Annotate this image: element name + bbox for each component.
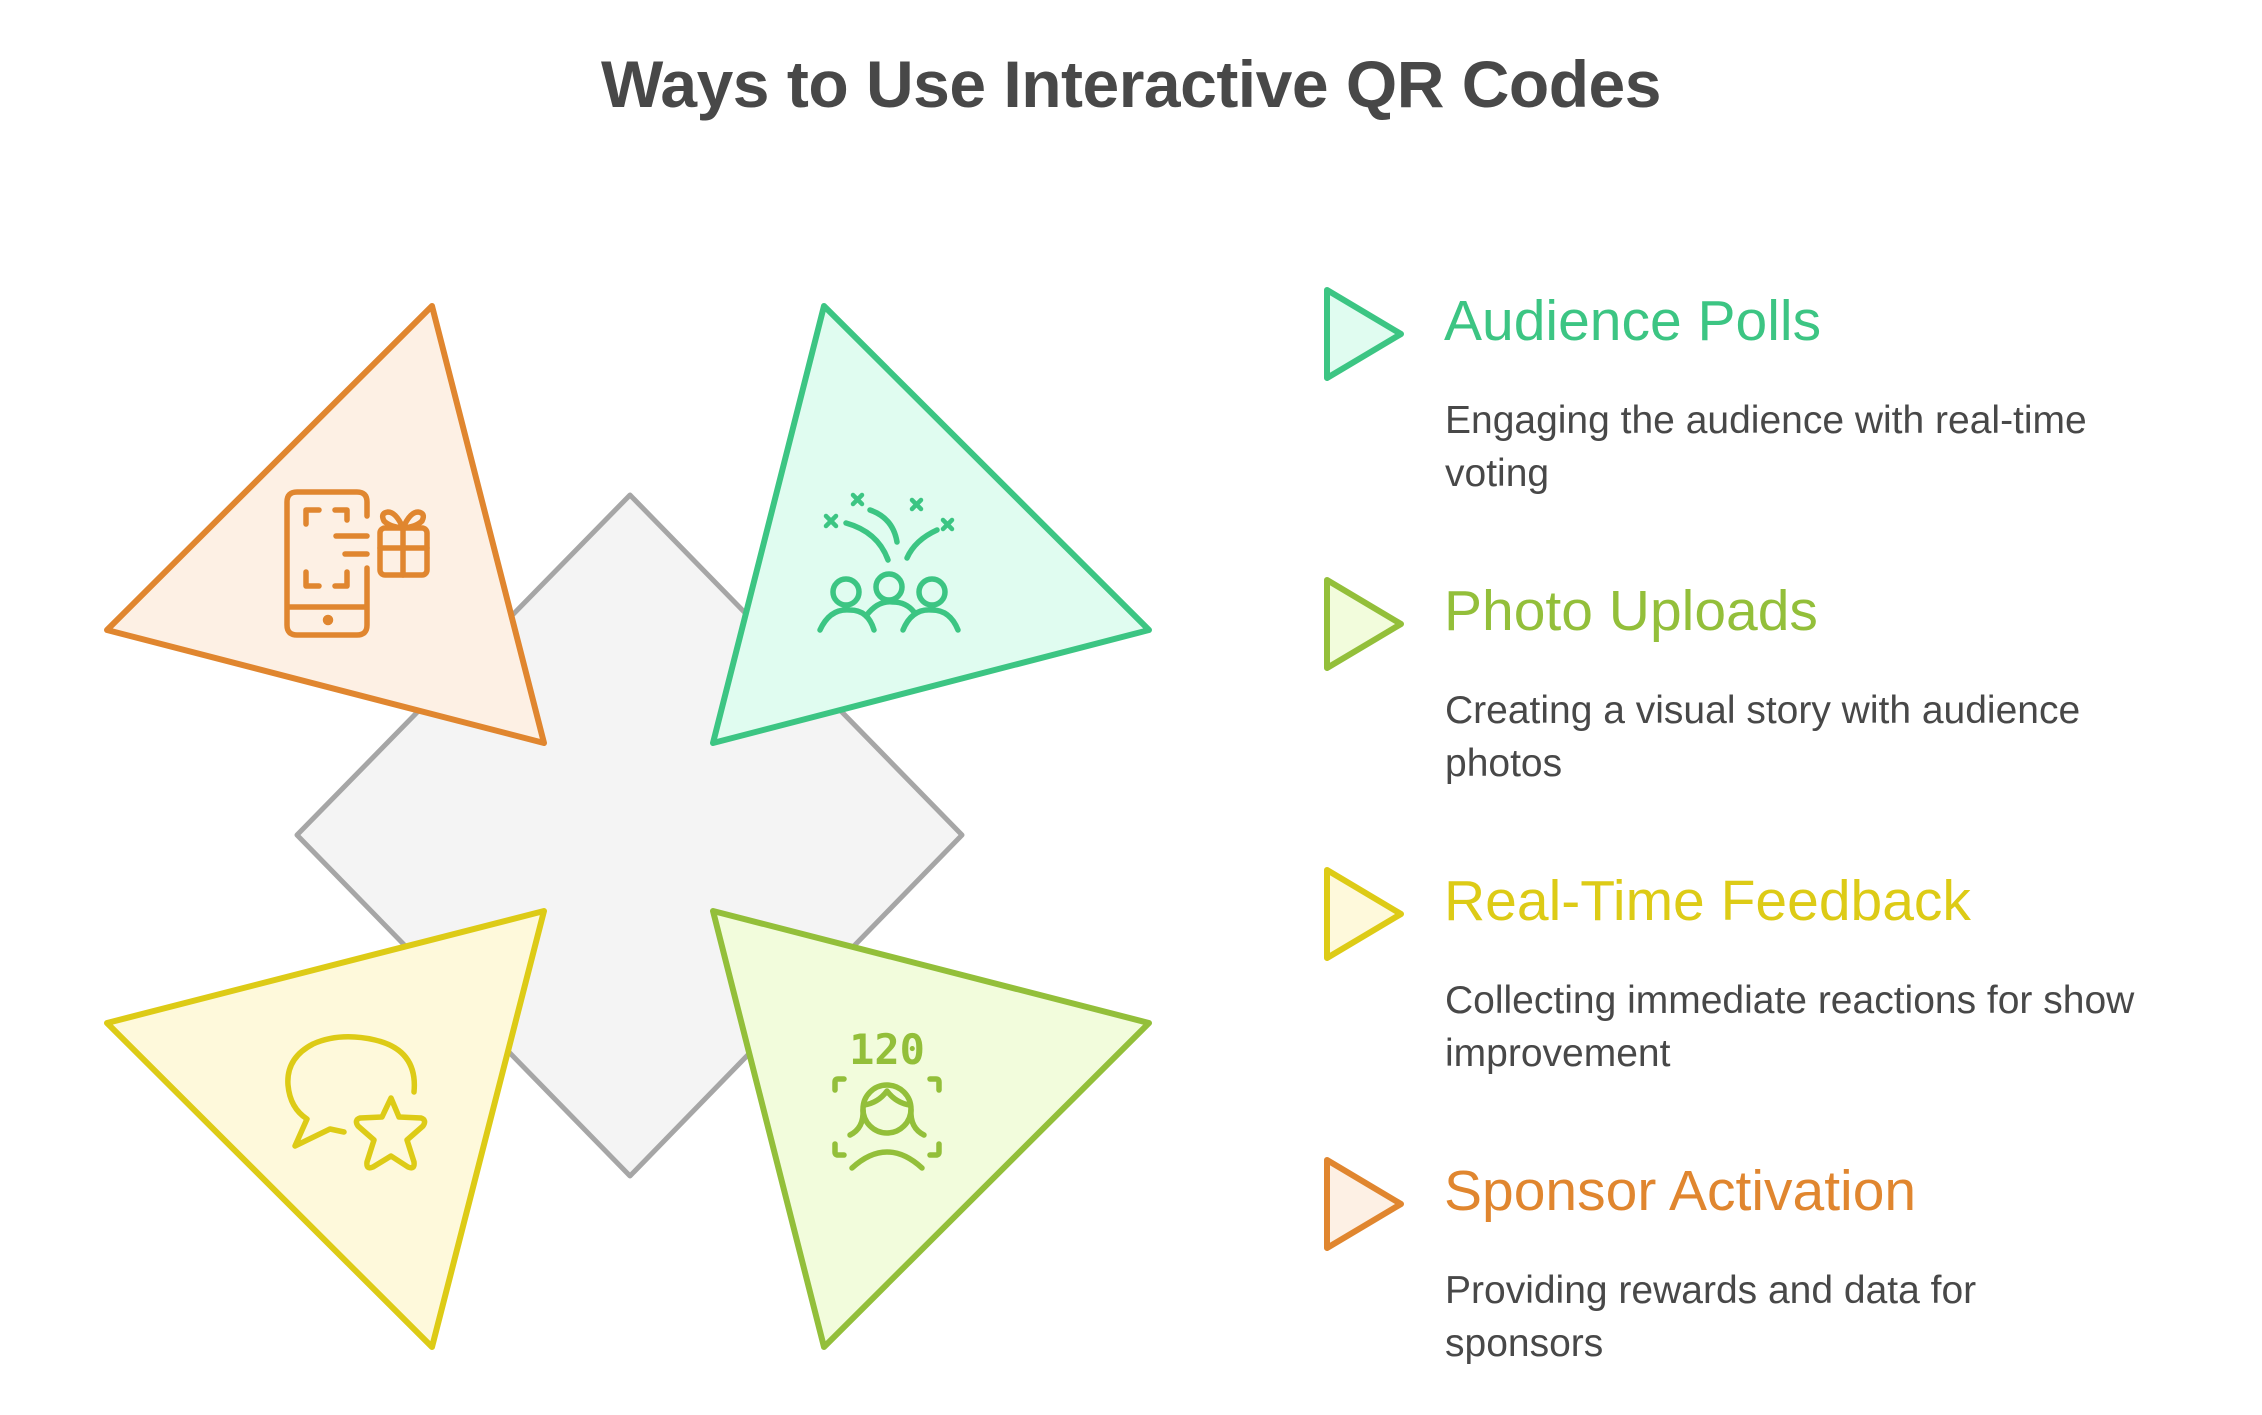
phone-gift-icon xyxy=(284,489,430,638)
qr-uses-diagram: 120 xyxy=(104,303,1152,1350)
item-description: Engaging the audience with real-time vot… xyxy=(1445,399,2087,495)
count-label: 120 xyxy=(849,1025,925,1074)
item-description: Creating a visual story with audience ph… xyxy=(1445,689,2081,785)
item-description: Collecting immediate reactions for show … xyxy=(1445,979,2135,1075)
triangle-arrow-icon xyxy=(1324,867,1404,961)
petal-photo-uploads: 120 xyxy=(710,908,1152,1350)
item-description: Providing rewards and data for sponsors xyxy=(1445,1269,1977,1365)
triangle-arrow-icon xyxy=(1324,577,1404,671)
page-title: Ways to Use Interactive QR Codes xyxy=(601,47,1661,121)
petal-audience-polls xyxy=(710,303,1152,746)
triangle-arrow-icon xyxy=(1324,1157,1404,1251)
petal-real-time-feedback xyxy=(104,908,547,1350)
item-heading: Sponsor Activation xyxy=(1444,1159,1917,1223)
chat-star-icon xyxy=(285,1034,428,1171)
face-count-icon: 120 xyxy=(832,1025,942,1171)
item-heading: Photo Uploads xyxy=(1444,579,1818,643)
item-heading: Audience Polls xyxy=(1444,289,1822,353)
petal-sponsor-activation xyxy=(104,303,547,746)
triangle-arrow-icon xyxy=(1324,287,1404,381)
celebrating-crowd-icon xyxy=(817,492,961,633)
item-heading: Real-Time Feedback xyxy=(1444,869,1971,933)
